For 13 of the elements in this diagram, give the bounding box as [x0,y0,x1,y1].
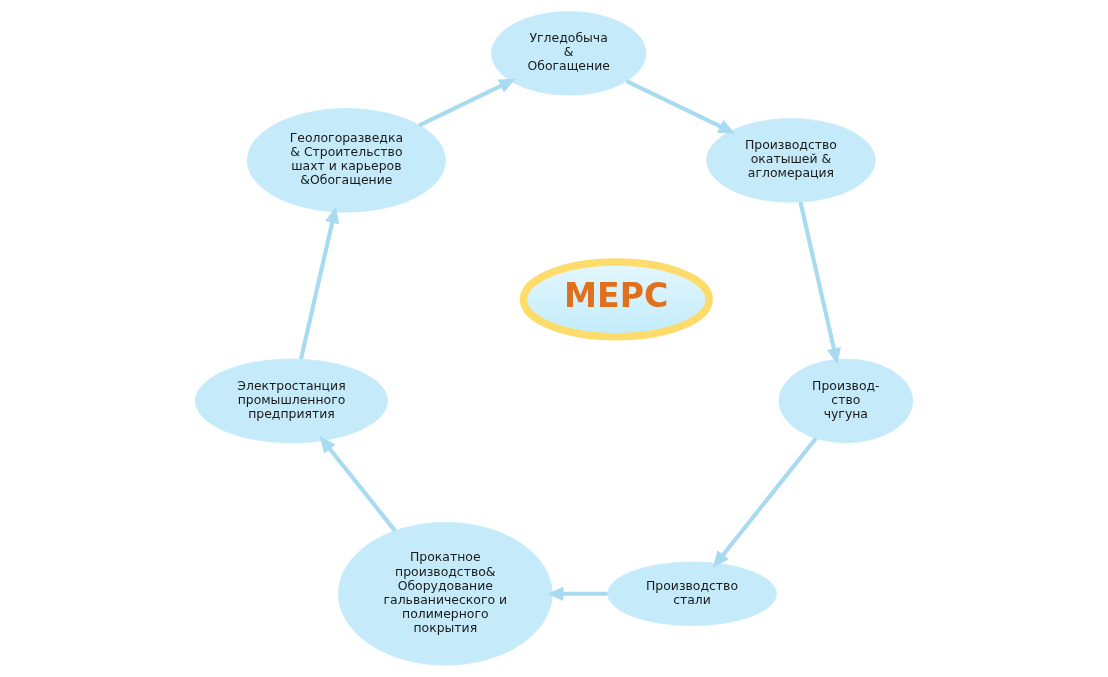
arrow [319,436,397,532]
node-ellipse: Электростанция промышленного предприятия [194,358,389,444]
arrow [547,586,608,601]
arrow [625,79,735,134]
arrow [298,206,340,360]
arrow [713,437,818,568]
node-ellipse: Производ- ство чугуна [778,358,914,444]
node-ellipse: Производство стали [607,561,777,627]
node-ellipse: МЕРС [519,258,713,341]
node-ellipse: Прокатное производство& Оборудование гальванического и полимерного покрытия [338,522,553,666]
arrow [798,201,841,365]
arrow [418,78,516,128]
node-ellipse: Геологоразведка & Строительство шахт и карьеров &Обогащение [246,108,446,213]
